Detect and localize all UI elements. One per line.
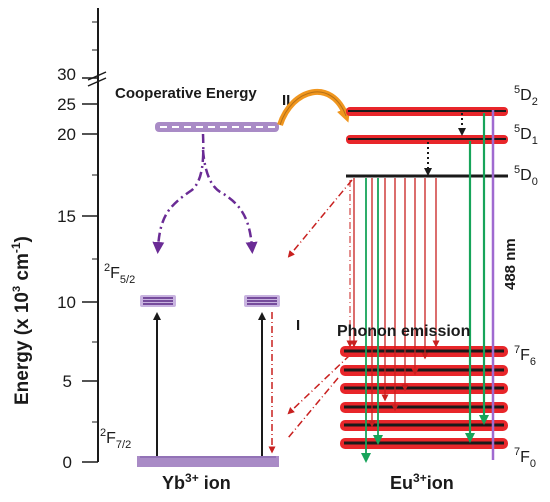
tick-25: 25: [57, 95, 76, 114]
level-label-d2: 5D2: [514, 84, 538, 108]
level-label-f0: 7F0: [514, 446, 536, 470]
tick-10: 10: [57, 293, 76, 312]
level-label-f52: 2F5/2: [104, 262, 135, 286]
eu-red-emission-lines: [346, 178, 440, 428]
yb-f52-level-left: [140, 295, 176, 307]
level-label-f6: 7F6: [514, 344, 536, 368]
cooperative-split-curve: [152, 133, 258, 254]
eu-band-d2: [346, 107, 508, 116]
yb-cooperative-level: [155, 122, 279, 132]
y-axis: 0 5 10 15 20 25 30 Energy (x 103 cm-1): [9, 8, 107, 472]
eu-band-f4: [340, 383, 508, 394]
eu-band-d1: [346, 135, 508, 144]
level-label-d1: 5D1: [514, 123, 538, 147]
tick-5: 5: [63, 372, 72, 391]
y-ticks: [82, 21, 98, 463]
cooperative-energy-label: Cooperative Energy: [115, 85, 257, 102]
tick-20: 20: [57, 125, 76, 144]
tick-15: 15: [57, 207, 76, 226]
yb-f52-level-right: [244, 295, 280, 307]
transfer-line-lower: [287, 354, 351, 415]
tick-0: 0: [63, 453, 72, 472]
phonon-emission-label: Phonon emission: [337, 323, 470, 340]
step-two-label: II: [282, 92, 290, 109]
eu-ion-label: Eu3+ion: [390, 471, 454, 493]
y-axis-label: Energy (x 103 cm-1): [9, 236, 33, 405]
eu-band-f5: [340, 365, 508, 376]
eu-band-f6: [340, 346, 508, 357]
eu-green-emission-lines: [361, 113, 489, 463]
step-one-label: I: [296, 317, 300, 334]
transfer-line-upper: [287, 179, 353, 258]
level-label-f72: 2F7/2: [100, 427, 131, 451]
eu-band-f3: [340, 402, 508, 413]
level-label-d0: 5D0: [514, 164, 538, 188]
wavelength-label: 488 nm: [502, 238, 519, 290]
yb-ground-level: [137, 456, 279, 467]
yb-ion-label: Yb3+ ion: [162, 471, 231, 493]
tick-30: 30: [57, 65, 76, 84]
